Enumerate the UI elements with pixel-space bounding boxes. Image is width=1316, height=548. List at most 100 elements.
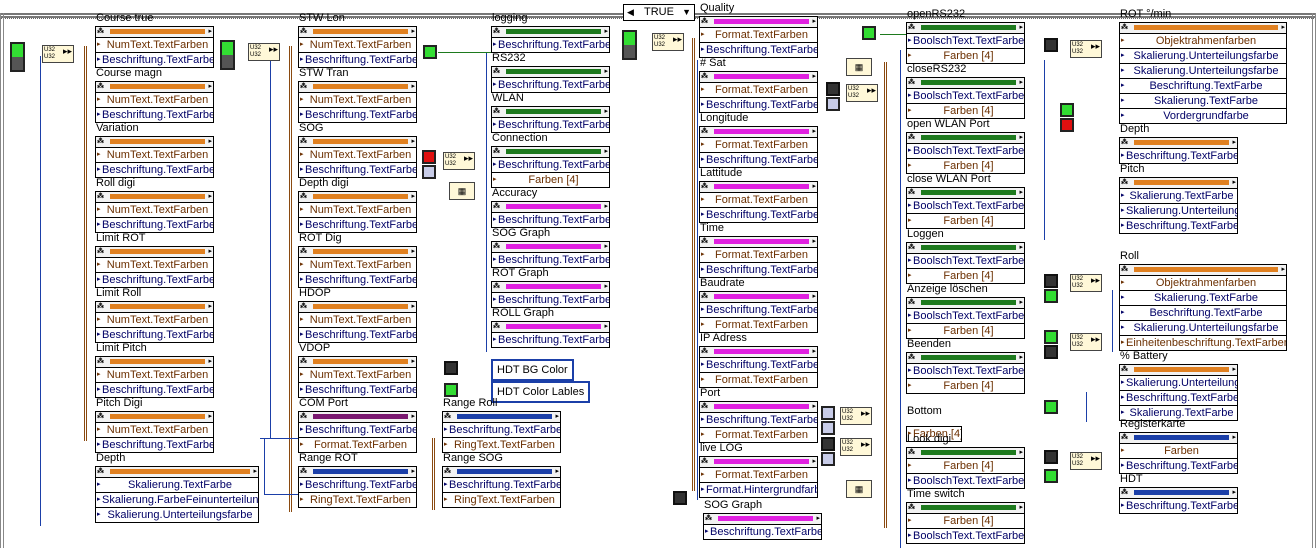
property-row[interactable]: ▸Farben [4] bbox=[907, 49, 1024, 63]
property-row[interactable]: ▸Beschriftung.TextFarbe bbox=[704, 525, 821, 539]
property-node[interactable]: ⁂▸▸Farben▸Beschriftung.TextFarbe bbox=[1119, 432, 1238, 474]
property-row[interactable]: ▸Format.TextFarben bbox=[700, 428, 817, 442]
property-row[interactable]: ▸Skalierung.TextFarbe bbox=[1120, 291, 1286, 306]
property-row[interactable]: ▸Beschriftung.TextFarbe bbox=[1120, 219, 1237, 233]
string-constant-hdt-bg[interactable]: HDT BG Color bbox=[491, 359, 574, 381]
true-constant[interactable] bbox=[1044, 400, 1058, 414]
property-row[interactable]: ▸Beschriftung.TextFarbe bbox=[700, 413, 817, 428]
property-row[interactable]: ▸Skalierung.Unterteilungsfarbe bbox=[1120, 64, 1286, 79]
property-row[interactable]: ▸NumText.TextFarben bbox=[299, 313, 416, 328]
property-node[interactable]: ⁂▸▸Beschriftung.TextFarbe bbox=[491, 241, 610, 268]
property-row[interactable]: ▸Beschriftung.TextFarbe bbox=[299, 273, 416, 287]
property-row[interactable]: ▸Farben [4] bbox=[907, 379, 1024, 393]
property-row[interactable]: ▸NumText.TextFarben bbox=[299, 38, 416, 53]
property-node-bottom[interactable]: ▸Farben [4] bbox=[906, 426, 962, 442]
property-node[interactable]: ⁂▸▸Beschriftung.TextFarbe▸RingText.TextF… bbox=[298, 466, 417, 508]
property-row[interactable]: ▸Objektrahmenfarben bbox=[1120, 276, 1286, 291]
color-constant[interactable] bbox=[826, 97, 840, 111]
property-row[interactable]: ▸NumText.TextFarben bbox=[96, 258, 213, 273]
property-row[interactable]: ▸Beschriftung.TextFarbe bbox=[492, 293, 609, 307]
property-node[interactable]: ⁂▸▸NumText.TextFarben▸Beschriftung.TextF… bbox=[95, 191, 214, 233]
true-constant[interactable] bbox=[1044, 469, 1058, 483]
case-selector[interactable]: ◀ TRUE ▼ bbox=[623, 4, 695, 21]
property-row[interactable]: ▸Skalierung.TextFarbe bbox=[1120, 189, 1237, 204]
property-row[interactable]: ▸Farben [4] bbox=[907, 459, 1024, 474]
property-node[interactable]: ⁂▸▸NumText.TextFarben▸Beschriftung.TextF… bbox=[298, 26, 417, 68]
property-row[interactable]: ▸Beschriftung.TextFarbe bbox=[299, 53, 416, 67]
property-node[interactable]: ⁂▸▸Format.TextFarben▸Format.Hintergrundf… bbox=[699, 456, 818, 498]
property-row[interactable]: ▸Beschriftung.TextFarbe bbox=[700, 208, 817, 222]
property-row[interactable]: ▸BoolschText.TextFarbe bbox=[907, 89, 1024, 104]
property-node[interactable]: ⁂▸▸BoolschText.TextFarbe▸Farben [4] bbox=[906, 242, 1025, 284]
property-row[interactable]: ▸Beschriftung.TextFarbe bbox=[700, 98, 817, 112]
property-node[interactable]: ⁂▸▸Beschriftung.TextFarbe▸Format.TextFar… bbox=[699, 401, 818, 443]
property-row[interactable]: ▸Beschriftung.TextFarbe bbox=[299, 383, 416, 397]
property-row[interactable]: ▸NumText.TextFarben bbox=[299, 148, 416, 163]
property-row[interactable]: ▸Einheitenbeschriftung.TextFarben bbox=[1120, 336, 1286, 350]
property-node[interactable]: ⁂▸▸Beschriftung.TextFarbe▸Format.TextFar… bbox=[699, 291, 818, 333]
property-node[interactable]: ⁂▸▸Farben [4]▸BoolschText.TextFarbe bbox=[906, 502, 1025, 544]
property-row[interactable]: ▸NumText.TextFarben bbox=[299, 93, 416, 108]
property-node[interactable]: ⁂▸▸Beschriftung.TextFarbe▸Format.TextFar… bbox=[699, 346, 818, 388]
property-row[interactable]: ▸Skalierung.TextFarbe bbox=[1120, 406, 1237, 420]
property-node[interactable]: ⁂▸▸BoolschText.TextFarbe▸Farben [4] bbox=[906, 77, 1025, 119]
property-node[interactable]: ⁂▸▸Farben [4]▸BoolschText.TextFarbe bbox=[906, 447, 1025, 489]
property-row[interactable]: ▸Beschriftung.TextFarbe bbox=[492, 253, 609, 267]
property-node[interactable]: ⁂▸▸Skalierung.TextFarbe▸Skalierung.Farbe… bbox=[95, 466, 259, 523]
color-constant[interactable] bbox=[821, 406, 835, 420]
property-row[interactable]: ▸NumText.TextFarben bbox=[96, 38, 213, 53]
property-row[interactable]: ▸Beschriftung.TextFarbe bbox=[96, 438, 213, 452]
property-node[interactable]: ⁂▸▸Beschriftung.TextFarbe bbox=[1119, 137, 1238, 164]
property-node[interactable]: ⁂▸▸Beschriftung.TextFarbe▸RingText.TextF… bbox=[442, 411, 561, 453]
property-row[interactable]: ▸Beschriftung.TextFarbe bbox=[96, 383, 213, 397]
property-row[interactable]: ▸Format.TextFarben bbox=[700, 83, 817, 98]
property-node[interactable]: ⁂▸▸NumText.TextFarben▸Beschriftung.TextF… bbox=[95, 246, 214, 288]
property-node[interactable]: ⁂▸▸NumText.TextFarben▸Beschriftung.TextF… bbox=[95, 136, 214, 178]
property-row[interactable]: ▸NumText.TextFarben bbox=[96, 313, 213, 328]
property-row[interactable]: ▸Beschriftung.TextFarbe bbox=[96, 163, 213, 177]
property-row[interactable]: ▸Format.TextFarben bbox=[700, 318, 817, 332]
property-row[interactable]: ▸Beschriftung.TextFarbe bbox=[492, 78, 609, 92]
property-row[interactable]: ▸Skalierung.Unterteilungsfarbe bbox=[96, 508, 258, 522]
property-row[interactable]: ▸Farben [4] bbox=[492, 173, 609, 187]
property-row[interactable]: ▸RingText.TextFarben bbox=[443, 438, 560, 452]
property-row[interactable]: ▸Farben bbox=[1120, 444, 1237, 459]
property-node[interactable]: ⁂▸▸NumText.TextFarben▸Beschriftung.TextF… bbox=[298, 301, 417, 343]
property-node[interactable]: ⁂▸▸NumText.TextFarben▸Beschriftung.TextF… bbox=[298, 136, 417, 178]
property-row[interactable]: ▸NumText.TextFarben bbox=[299, 368, 416, 383]
property-row[interactable]: ▸Beschriftung.TextFarbe bbox=[492, 213, 609, 227]
property-row[interactable]: ▸Beschriftung.TextFarbe bbox=[1120, 499, 1237, 513]
property-row[interactable]: ▸Format.TextFarben bbox=[700, 28, 817, 43]
property-row[interactable]: ▸Beschriftung.TextFarbe bbox=[96, 53, 213, 67]
property-row[interactable]: ▸Farben [4] bbox=[907, 324, 1024, 338]
property-node[interactable]: ⁂▸▸NumText.TextFarben▸Beschriftung.TextF… bbox=[95, 301, 214, 343]
property-node[interactable]: ⁂▸▸Format.TextFarben▸Beschriftung.TextFa… bbox=[699, 181, 818, 223]
property-row[interactable]: ▸Farben [4] bbox=[907, 427, 961, 441]
property-node[interactable]: ⁂▸▸BoolschText.TextFarbe▸Farben [4] bbox=[906, 22, 1025, 64]
property-row[interactable]: ▸Beschriftung.TextFarbe bbox=[299, 108, 416, 122]
property-row[interactable]: ▸Vordergrundfarbe bbox=[1120, 109, 1286, 123]
property-row[interactable]: ▸Farben [4] bbox=[907, 214, 1024, 228]
property-row[interactable]: ▸Beschriftung.TextFarbe bbox=[443, 423, 560, 438]
property-row[interactable]: ▸BoolschText.TextFarbe bbox=[907, 364, 1024, 379]
property-row[interactable]: ▸Farben [4] bbox=[907, 514, 1024, 529]
property-row[interactable]: ▸Format.TextFarben bbox=[700, 193, 817, 208]
property-row[interactable]: ▸Beschriftung.TextFarbe bbox=[96, 218, 213, 232]
property-node[interactable]: ⁂▸▸Beschriftung.TextFarbe▸Farben [4] bbox=[491, 146, 610, 188]
property-node[interactable]: ⁂▸▸NumText.TextFarben▸Beschriftung.TextF… bbox=[95, 356, 214, 398]
bool-terminal-left[interactable] bbox=[10, 42, 25, 72]
property-row[interactable]: ▸Beschriftung.TextFarbe bbox=[1120, 306, 1286, 321]
property-row[interactable]: ▸Farben [4] bbox=[907, 269, 1024, 283]
property-row[interactable]: ▸Beschriftung.TextFarbe bbox=[299, 218, 416, 232]
property-row[interactable]: ▸NumText.TextFarben bbox=[96, 423, 213, 438]
property-row[interactable]: ▸Format.TextFarben bbox=[700, 373, 817, 387]
property-row[interactable]: ▸Beschriftung.TextFarbe bbox=[1120, 79, 1286, 94]
property-node[interactable]: ⁂▸▸Beschriftung.TextFarbe bbox=[491, 26, 610, 53]
property-row[interactable]: ▸Beschriftung.TextFarbe bbox=[1120, 149, 1237, 163]
property-node[interactable]: ⁂▸▸Skalierung.Unterteilungsfarbe▸Beschri… bbox=[1119, 364, 1238, 421]
property-row[interactable]: ▸BoolschText.TextFarbe bbox=[907, 34, 1024, 49]
property-row[interactable]: ▸Skalierung.TextFarbe bbox=[96, 478, 258, 493]
property-row[interactable]: ▸Farben [4] bbox=[907, 159, 1024, 173]
color-constant[interactable] bbox=[821, 421, 835, 435]
property-node[interactable]: ⁂▸▸BoolschText.TextFarbe▸Farben [4] bbox=[906, 297, 1025, 339]
